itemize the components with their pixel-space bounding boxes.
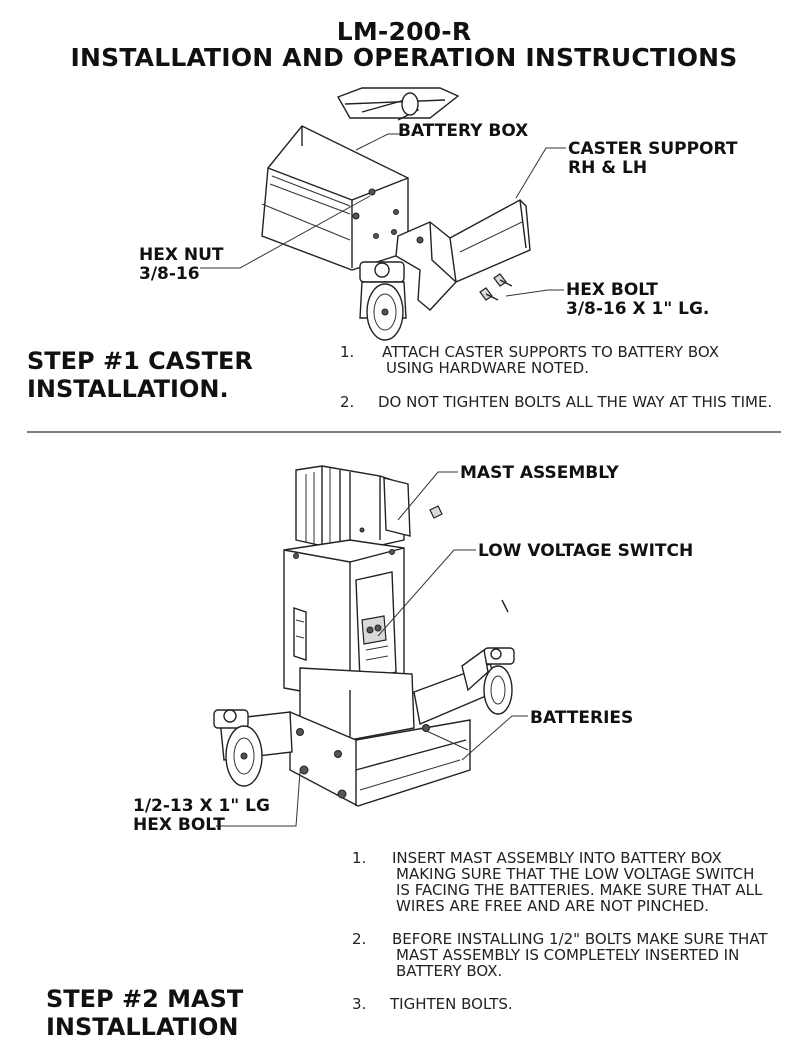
battery-box-lower-icon (219, 663, 501, 807)
instruction-text: BEFORE INSTALLING 1/2" BOLTS MAKE SURE T… (392, 930, 768, 948)
step1-instructions: 1. ATTACH CASTER SUPPORTS TO BATTERY BOX… (340, 344, 790, 416)
hex-bolt-icon (479, 273, 513, 301)
caster-wheel-icon (359, 261, 407, 341)
instruction-text: DO NOT TIGHTEN BOLTS ALL THE WAY AT THIS… (378, 393, 773, 411)
caster-wheel-left-icon (213, 709, 263, 787)
label-hex-nut: HEX NUT (139, 245, 224, 265)
caster-support-icon (395, 199, 531, 311)
step2-heading: STEP #2 MAST (46, 985, 244, 1013)
label-hex-nut-size: 3/8-16 (139, 264, 200, 284)
step1-drawing (200, 87, 566, 341)
label-low-voltage-switch: LOW VOLTAGE SWITCH (478, 541, 694, 561)
low-voltage-switch-icon (355, 571, 397, 681)
leader-hex-bolt (505, 289, 564, 297)
label-caster-support: CASTER SUPPORT (568, 139, 738, 159)
step2-drawing (213, 465, 528, 827)
instruction-number: 1. (352, 849, 367, 867)
model-number: LM-200-R (336, 17, 472, 46)
label-half-inch-hex-bolt: HEX BOLT (133, 815, 225, 835)
instruction-text: WIRES ARE FREE AND ARE NOT PINCHED. (396, 897, 710, 915)
instruction-number: 1. (340, 343, 355, 361)
leader-mast-assembly (397, 471, 458, 521)
instruction-text: USING HARDWARE NOTED. (386, 359, 589, 377)
mast-assembly-icon (295, 465, 411, 553)
leader-batteries (461, 715, 528, 761)
instruction-text: IS FACING THE BATTERIES. MAKE SURE THAT … (396, 881, 763, 899)
leader-hex-nut (200, 195, 371, 269)
instruction-text: MAST ASSEMBLY IS COMPLETELY INSERTED IN (396, 946, 740, 964)
step2-heading-line2: INSTALLATION (46, 1013, 239, 1041)
frame-top-icon (336, 87, 460, 121)
step2-instructions: 1. INSERT MAST ASSEMBLY INTO BATTERY BOX… (352, 850, 792, 1020)
instruction-text: BATTERY BOX. (396, 962, 503, 980)
label-batteries: BATTERIES (530, 708, 634, 728)
leader-caster-support (515, 147, 566, 199)
step1-heading-line2: INSTALLATION. (27, 375, 229, 403)
label-half-inch-bolt-size: 1/2-13 X 1" LG (133, 796, 270, 816)
label-mast-assembly: MAST ASSEMBLY (460, 463, 619, 483)
caster-wheel-right-icon (461, 647, 515, 715)
instruction-number: 2. (352, 930, 367, 948)
instruction-text: INSERT MAST ASSEMBLY INTO BATTERY BOX (392, 849, 722, 867)
leader-hex-bolt-half (216, 771, 301, 827)
step1-heading: STEP #1 CASTER (27, 347, 253, 375)
instruction-number: 3. (352, 995, 367, 1013)
hex-bolts-icon (296, 505, 509, 799)
label-caster-support-sides: RH & LH (568, 158, 648, 178)
instruction-number: 2. (340, 393, 355, 411)
leader-low-voltage-switch (377, 549, 476, 637)
instruction-text: ATTACH CASTER SUPPORTS TO BATTERY BOX (382, 343, 719, 361)
instruction-text: MAKING SURE THAT THE LOW VOLTAGE SWITCH (396, 865, 755, 883)
battery-box-icon (261, 125, 409, 271)
page-title: INSTALLATION AND OPERATION INSTRUCTIONS (70, 43, 738, 72)
label-battery-box: BATTERY BOX (398, 121, 529, 141)
label-hex-bolt-size: 3/8-16 X 1" LG. (566, 299, 710, 319)
instruction-text: TIGHTEN BOLTS. (390, 995, 513, 1013)
leader-battery-box (355, 133, 400, 151)
label-hex-bolt: HEX BOLT (566, 280, 658, 300)
